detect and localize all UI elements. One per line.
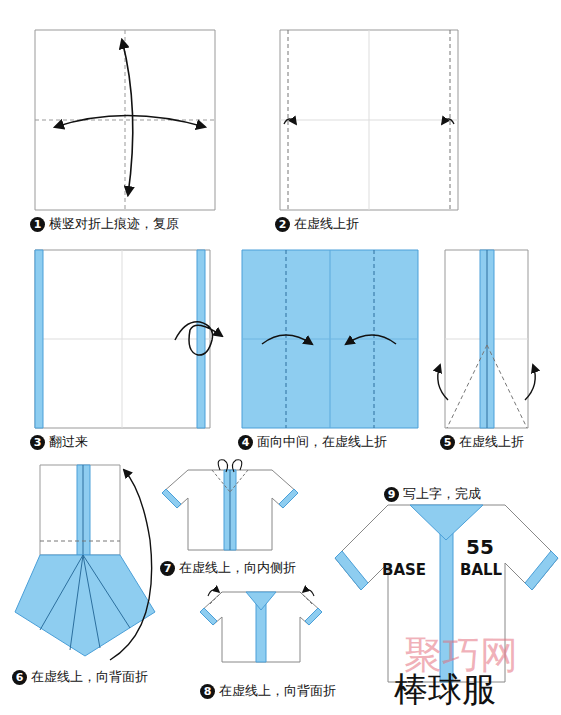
step-callout: 3 翻过来 — [30, 433, 88, 451]
jersey-text: BALL — [460, 561, 502, 579]
step-caption: 在虚线上，向背面折 — [219, 682, 336, 700]
step-caption: 面向中间，在虚线上折 — [257, 433, 387, 451]
callout-number: 7 — [160, 561, 175, 576]
callout-number: 6 — [12, 670, 27, 685]
step-caption: 横竖对折上痕迹，复原 — [49, 215, 179, 233]
callout-number: 5 — [440, 435, 455, 450]
callout-number: 1 — [30, 217, 45, 232]
step-callout: 8 在虚线上，向背面折 — [200, 682, 336, 700]
callout-number: 9 — [384, 487, 399, 502]
jersey-text: BASE — [382, 561, 426, 579]
step-caption: 翻过来 — [49, 433, 88, 451]
step-caption: 在虚线上，向背面折 — [31, 668, 148, 686]
step-callout: 4 面向中间，在虚线上折 — [238, 433, 387, 451]
callout-number: 4 — [238, 435, 253, 450]
step-caption: 在虚线上折 — [459, 433, 524, 451]
title: 棒球服 — [394, 667, 496, 713]
step-callout: 9 写上字，完成 — [384, 485, 481, 503]
step-callout: 2 在虚线上折 — [275, 215, 359, 233]
callout-number: 8 — [200, 684, 215, 699]
callout-number: 3 — [30, 435, 45, 450]
callout-number: 2 — [275, 217, 290, 232]
step-callout: 5 在虚线上折 — [440, 433, 524, 451]
step-callout: 7 在虚线上，向内侧折 — [160, 559, 296, 577]
step-caption: 在虚线上折 — [294, 215, 359, 233]
step-callout: 1 横竖对折上痕迹，复原 — [30, 215, 179, 233]
step-callout: 6 在虚线上，向背面折 — [12, 668, 148, 686]
step-caption: 在虚线上，向内侧折 — [179, 559, 296, 577]
jersey-number: 55 — [466, 535, 494, 559]
step-caption: 写上字，完成 — [403, 485, 481, 503]
